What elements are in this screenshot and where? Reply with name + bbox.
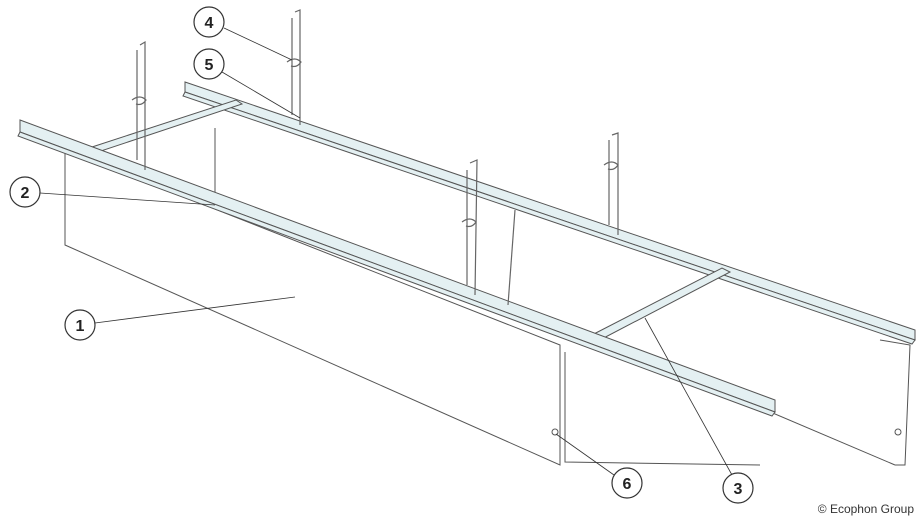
callout-3-label: 3 — [734, 481, 743, 498]
callout-1 — [64, 309, 96, 341]
ceiling-panel-left — [64, 149, 561, 466]
main-runner-back-flange — [182, 91, 916, 345]
leader-line-2 — [39, 192, 216, 206]
ceiling-panel-right-outline — [564, 352, 761, 466]
callout-6-label: 6 — [623, 476, 632, 493]
callout-6 — [611, 467, 643, 499]
ceiling-panel-right — [565, 345, 910, 465]
edge-pin — [894, 428, 902, 436]
leader-line-6 — [555, 433, 615, 476]
copyright-notice: © Ecophon Group — [817, 502, 914, 516]
hanger-3 — [461, 159, 478, 296]
hanger-1 — [131, 40, 147, 170]
leader-line-1 — [94, 296, 296, 324]
leader-line-4 — [223, 27, 293, 61]
leader-line-3 — [644, 317, 733, 476]
cross-tee-left — [90, 99, 244, 153]
callout-4-label: 4 — [205, 15, 214, 32]
edge-pin — [551, 428, 559, 436]
callout-1-label: 1 — [76, 318, 85, 335]
ceiling-panel-right-edge — [879, 339, 911, 466]
cross-tee-right — [586, 267, 732, 343]
leader-line-5 — [221, 71, 301, 119]
callout-3 — [722, 472, 754, 504]
main-runner-front-flange — [17, 131, 776, 417]
callout-2 — [9, 176, 41, 208]
callout-4 — [193, 6, 225, 38]
hanger-rod — [507, 209, 516, 306]
callout-5 — [193, 48, 225, 80]
callout-2-label: 2 — [21, 185, 30, 202]
callout-5-label: 5 — [205, 57, 214, 74]
hanger-2 — [286, 9, 302, 125]
hanger-4 — [603, 132, 619, 235]
